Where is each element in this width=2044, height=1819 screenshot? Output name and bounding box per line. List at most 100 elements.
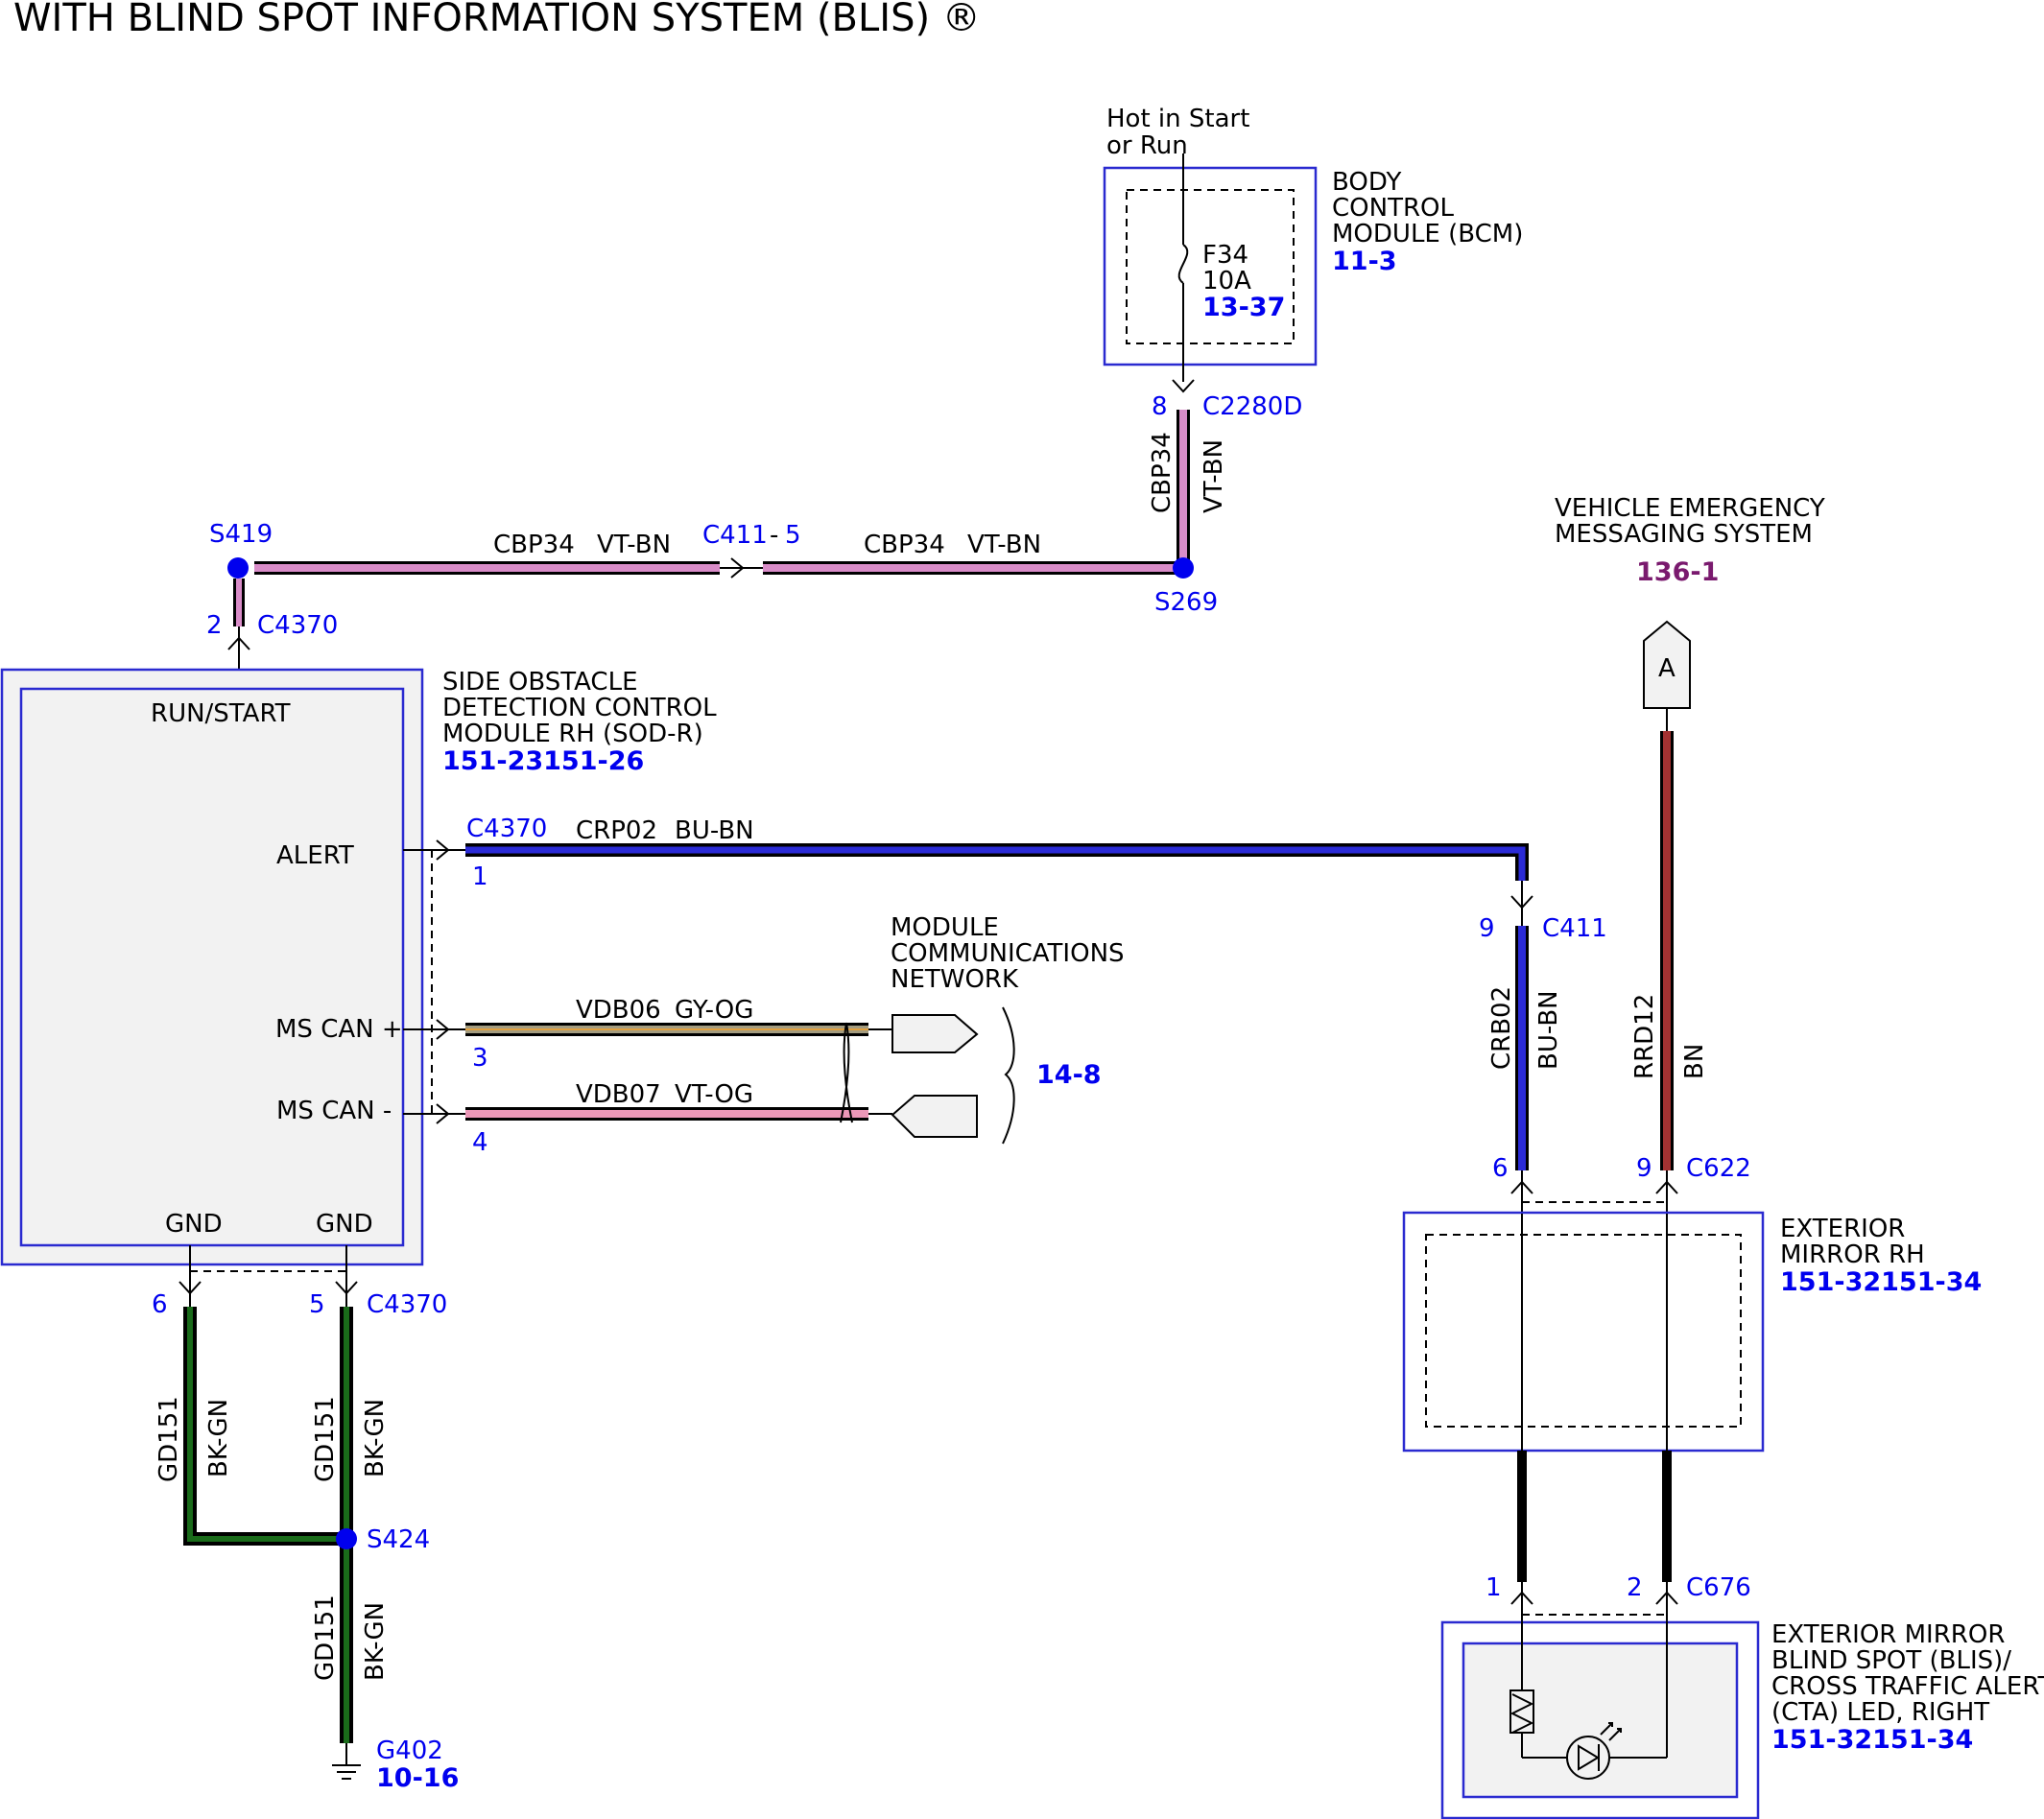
- bcm-name-1: BODY: [1332, 168, 1401, 197]
- diagram-title: WITH BLIND SPOT INFORMATION SYSTEM (BLIS…: [13, 0, 981, 40]
- c4370-gnd-left-connector-icon: [178, 1281, 202, 1295]
- vdb06-color: GY-OG: [675, 996, 753, 1025]
- blis-led-module: 1 2 C676 EXTERIOR MIRROR BLIND SPOT (BLI…: [1440, 1573, 2044, 1819]
- ground-ref-link[interactable]: 10-16: [376, 1763, 459, 1793]
- bcm-module: Hot in Start or Run F34 10A 13-37 BODY C…: [1103, 105, 1523, 421]
- cbp34-vert-circuit: CBP34: [1148, 432, 1176, 513]
- splice-s269-label: S269: [1154, 588, 1218, 617]
- c411-label: C411: [1542, 914, 1607, 943]
- rrd12-circuit: RRD12: [1630, 994, 1659, 1079]
- vems-ref-link[interactable]: 136-1: [1636, 557, 1719, 587]
- cbp34-left-circuit: CBP34: [493, 531, 575, 559]
- c676-label: C676: [1686, 1573, 1751, 1602]
- led-name-2: BLIND SPOT (BLIS)/: [1771, 1646, 2011, 1675]
- c676-right-connector-icon: [1655, 1591, 1678, 1605]
- splice-s424-label: S424: [367, 1525, 430, 1554]
- c411-connector-icon: [1510, 895, 1533, 910]
- vems-flag-label: A: [1658, 654, 1676, 683]
- c4370-alert-pin: 1: [472, 862, 488, 891]
- sod-name-1: SIDE OBSTACLE: [442, 668, 638, 697]
- resistor-icon: [1509, 1689, 1534, 1734]
- rrd12-color: BN: [1680, 1044, 1709, 1079]
- sod-pin-run-start: RUN/START: [151, 699, 291, 728]
- c411-inline-pin: 5: [785, 521, 801, 550]
- c4370-run-pin: 2: [206, 611, 223, 640]
- sod-name-2: DETECTION CONTROL: [442, 694, 717, 722]
- alert-circuit: C4370 CRP02 BU-BN 1 9 C411 CRB02 BU-BN: [403, 815, 1607, 1170]
- bcm-name-3: MODULE (BCM): [1332, 220, 1523, 248]
- ground-circuits: 6 5 C4370 GD151 BK-GN GD151 BK-GN S424 G…: [152, 1245, 459, 1793]
- sod-inner-box: [19, 687, 405, 1247]
- bcm-box: [1103, 166, 1318, 366]
- c4370-gnd-right-connector-icon: [335, 1281, 358, 1295]
- bcm-ref-link[interactable]: 11-3: [1332, 247, 1397, 276]
- c411-inline-connector-icon: [730, 557, 745, 579]
- c4370-run-connector-icon: [227, 636, 250, 650]
- c411-pin: 9: [1479, 914, 1495, 943]
- wire-cbp34-vertical: CBP34 VT-BN: [1148, 410, 1228, 568]
- vems-name-2: MESSAGING SYSTEM: [1555, 520, 1813, 549]
- fuse-name: F34: [1202, 241, 1248, 270]
- mirror-ref-link[interactable]: 151-32151-34: [1780, 1267, 1982, 1297]
- network-ref-link[interactable]: 14-8: [1036, 1060, 1102, 1090]
- bcm-hot-label-2: or Run: [1106, 131, 1188, 160]
- vdb07-circuit: VDB07: [576, 1080, 661, 1109]
- led-light-rays-icon: [1600, 1722, 1622, 1741]
- gd151-c-circuit: GD151: [311, 1595, 340, 1681]
- cbp34-vert-color: VT-BN: [1200, 439, 1228, 513]
- splice-s269: [1173, 557, 1194, 579]
- c676-pin-left: 1: [1485, 1573, 1502, 1602]
- c622-pin-right: 9: [1636, 1154, 1652, 1183]
- c4370-can-minus-pin: 4: [472, 1128, 488, 1157]
- gd151-a-color: BK-GN: [204, 1399, 233, 1477]
- c622-pin-left: 6: [1492, 1154, 1509, 1183]
- sod-pin-gnd-2: GND: [316, 1210, 373, 1239]
- c4370-gnd-pin-left: 6: [152, 1290, 168, 1319]
- crb02-circuit: CRB02: [1487, 986, 1516, 1070]
- led-name-4: (CTA) LED, RIGHT: [1771, 1698, 1989, 1727]
- crb02-color: BU-BN: [1534, 990, 1563, 1070]
- ground-symbol-icon: [332, 1764, 361, 1780]
- c4370-can-plus-pin: 3: [472, 1044, 488, 1073]
- sod-name-3: MODULE RH (SOD-R): [442, 720, 703, 748]
- c622-left-connector-icon: [1510, 1180, 1533, 1194]
- gd151-c-color: BK-GN: [361, 1602, 390, 1681]
- splice-s419: [227, 557, 249, 579]
- c4370-gnd-label: C4370: [367, 1290, 447, 1319]
- led-ref-link[interactable]: 151-32151-34: [1771, 1725, 1973, 1755]
- mirror-box: [1402, 1211, 1765, 1453]
- twisted-pair-icon: [840, 1022, 853, 1123]
- led-name-3: CROSS TRAFFIC ALERT: [1771, 1672, 2044, 1701]
- c2280d-connector-icon: [1172, 379, 1195, 393]
- c4370-alert-connector-icon: [436, 839, 450, 861]
- c4370-run-label: C4370: [257, 611, 338, 640]
- network-name-2: COMMUNICATIONS: [891, 939, 1125, 968]
- mirror-inner-dashed: [1425, 1234, 1742, 1428]
- mirror-name-2: MIRROR RH: [1780, 1240, 1925, 1269]
- network-name-1: MODULE: [891, 913, 999, 942]
- c622-label: C622: [1686, 1154, 1751, 1183]
- mirror-name-1: EXTERIOR: [1780, 1215, 1905, 1243]
- led-name-1: EXTERIOR MIRROR: [1771, 1620, 2005, 1649]
- fuse-ref-link[interactable]: 13-37: [1202, 293, 1285, 322]
- sod-ref-link[interactable]: 151-23151-26: [442, 746, 644, 776]
- c4370-gnd-pin-right: 5: [309, 1290, 325, 1319]
- vdb07-color: VT-OG: [675, 1080, 753, 1109]
- c2280d-label: C2280D: [1202, 392, 1302, 421]
- gd151-a-circuit: GD151: [154, 1396, 183, 1482]
- run-start-feed: S419 CBP34 VT-BN C411 - 5 CBP34 VT-BN S2…: [206, 520, 1218, 691]
- sod-module: RUN/START ALERT MS CAN + MS CAN - GND GN…: [0, 668, 717, 1266]
- bcm-hot-label-1: Hot in Start: [1106, 105, 1249, 133]
- gd151-b-color: BK-GN: [361, 1399, 390, 1477]
- can-plus-flag-icon: [891, 1014, 979, 1053]
- fuse-symbol: [1177, 244, 1189, 284]
- c2280d-pin: 8: [1152, 392, 1168, 421]
- ground-point-label: G402: [376, 1736, 443, 1765]
- cbp34-left-color: VT-BN: [597, 531, 671, 559]
- c4370-alert-label: C4370: [466, 815, 547, 843]
- c4370-can-minus-connector-icon: [436, 1103, 450, 1124]
- cbp34-right-color: VT-BN: [967, 531, 1041, 559]
- sod-pin-can-plus: MS CAN +: [275, 1015, 403, 1044]
- vdb06-circuit: VDB06: [576, 996, 661, 1025]
